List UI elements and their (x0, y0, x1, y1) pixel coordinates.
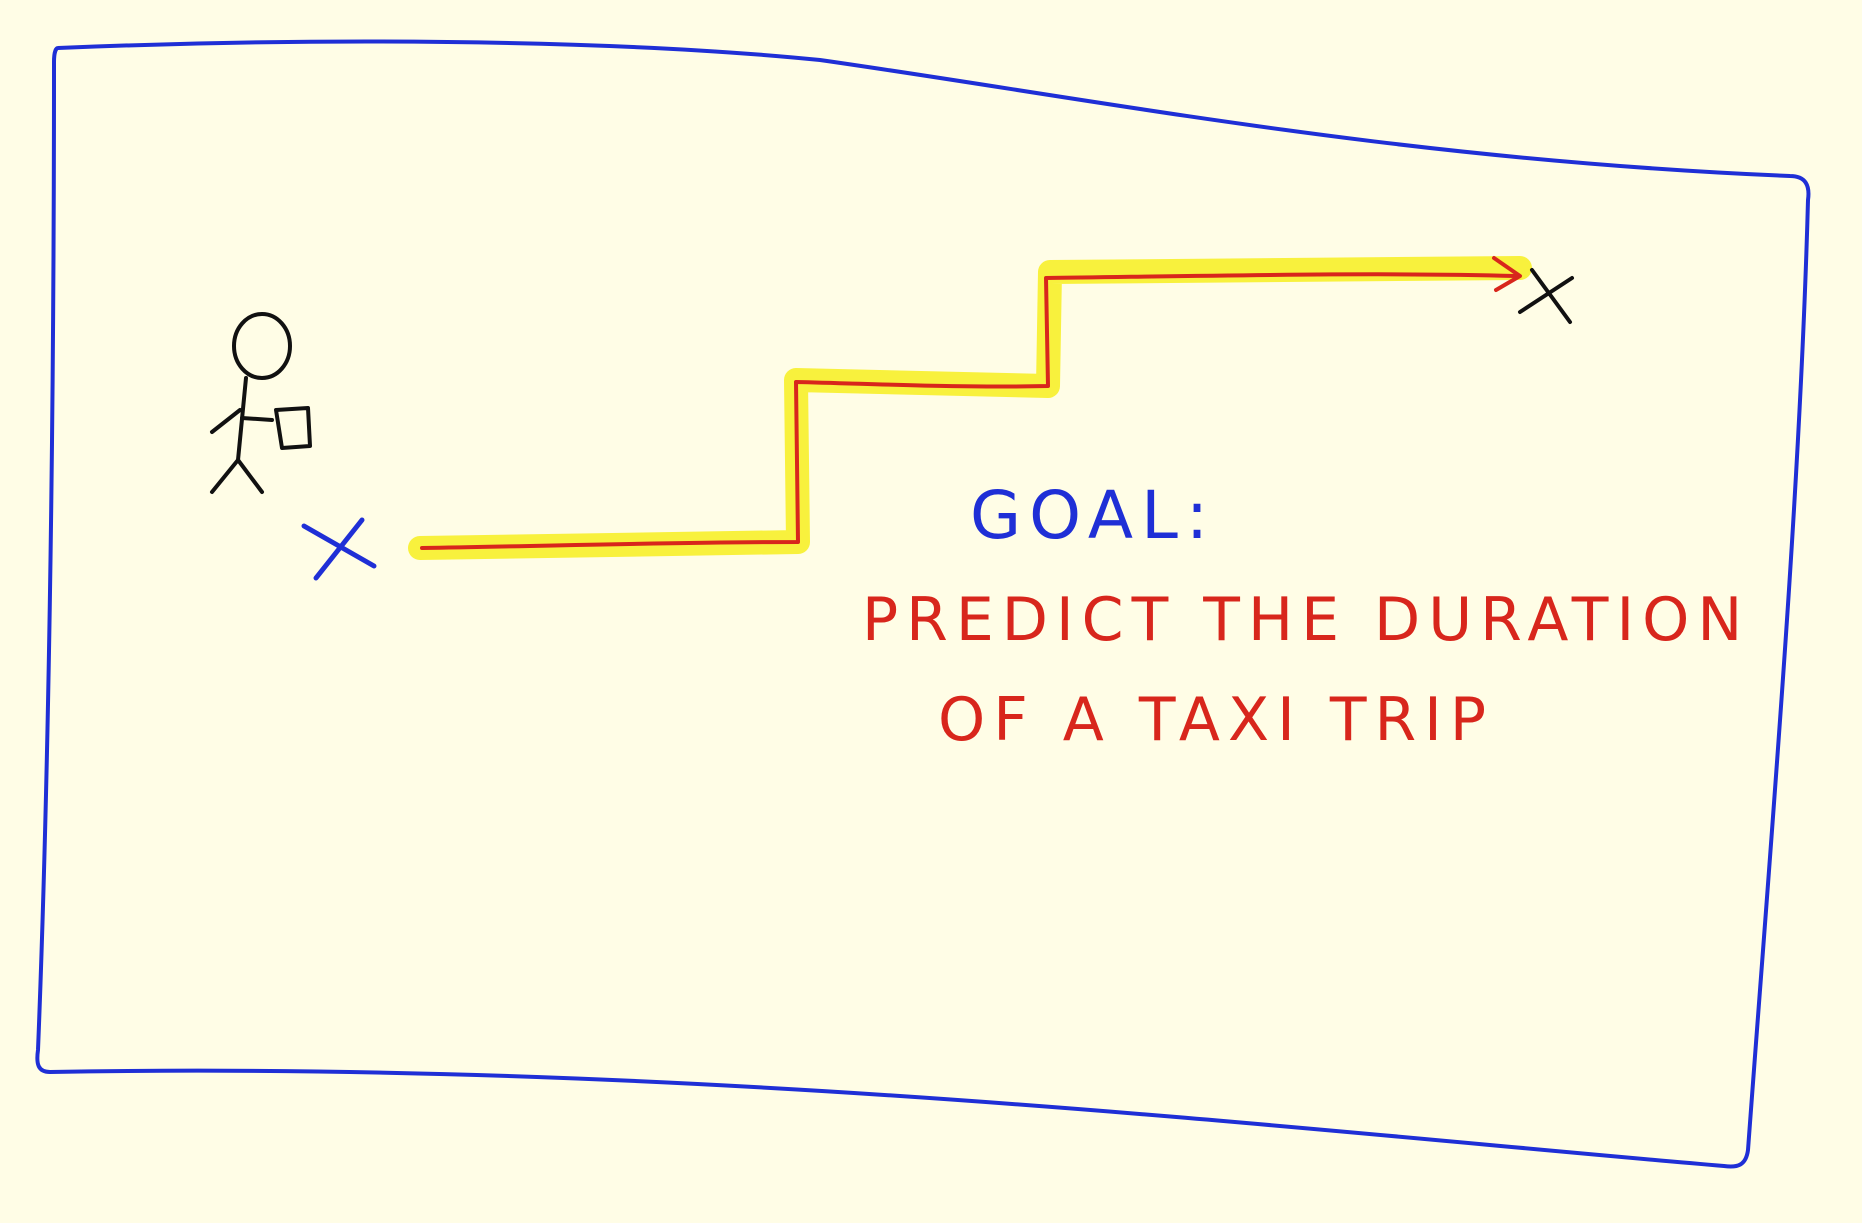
start-x-marker-icon (301, 517, 377, 581)
stick-figure-icon (210, 312, 292, 494)
frame-border (35, 39, 1811, 1169)
goal-heading: GOAL: (970, 477, 1216, 554)
bag-icon (274, 406, 312, 450)
goal-line-1: PREDICT THE DURATION (862, 585, 1750, 655)
goal-line-2: OF A TAXI TRIP (938, 685, 1494, 755)
destination-x-marker-icon (1518, 268, 1574, 324)
arrowhead-icon (1492, 256, 1522, 292)
route-line (420, 272, 1518, 550)
